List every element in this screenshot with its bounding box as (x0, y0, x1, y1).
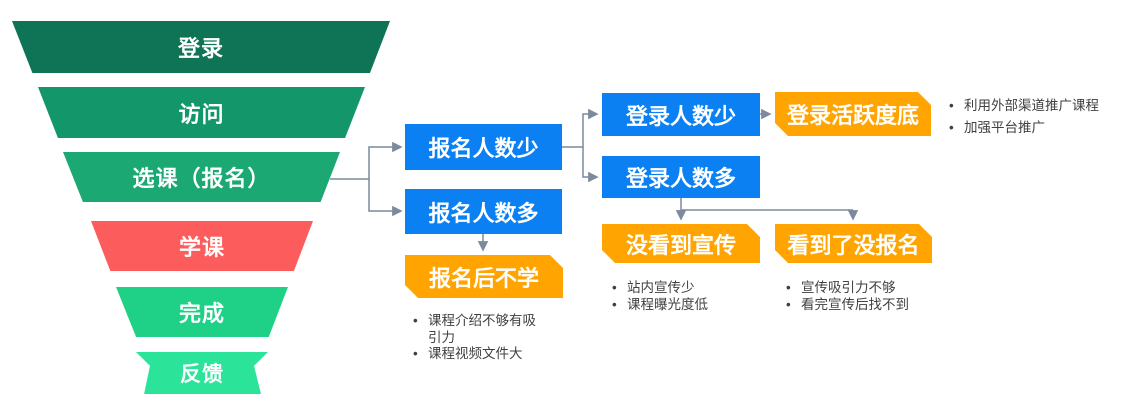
funnel-level-login: 登录 (12, 21, 390, 73)
funnel-level-complete: 完成 (116, 287, 288, 337)
note-item: 宣传吸引力不够 (780, 280, 950, 297)
note-no-see-promo: 站内宣传少 课程曝光度低 (606, 280, 758, 313)
note-item: 加强平台推广 (943, 117, 1127, 139)
box-signup-many: 报名人数多 (405, 189, 562, 234)
funnel-level-choose-course: 选课（报名） (63, 152, 340, 202)
note-item: 课程介绍不够有吸引力 (407, 313, 542, 346)
box-saw-no-signup: 看到了没报名 (775, 224, 932, 263)
note-item: 课程曝光度低 (606, 297, 758, 314)
box-login-few: 登录人数少 (602, 93, 760, 136)
funnel-level-label: 登录 (177, 36, 224, 61)
note-item: 利用外部渠道推广课程 (943, 95, 1127, 117)
funnel-level-visit: 访问 (38, 87, 365, 138)
funnel-level-study: 学课 (91, 221, 313, 271)
box-label: 报名人数多 (428, 200, 539, 226)
connector-signupfew-to-loginfew (562, 108, 599, 148)
note-item: 站内宣传少 (606, 280, 758, 297)
connector-funnel-to-signup-many (368, 179, 403, 217)
funnel-level-label: 学课 (178, 235, 225, 260)
funnel-level-label: 反馈 (180, 363, 224, 386)
funnel-level-label: 访问 (178, 101, 225, 127)
box-label: 登录人数少 (625, 103, 736, 129)
funnel-level-feedback: 反馈 (136, 352, 268, 394)
funnel-level-label: 选课（报名） (132, 166, 271, 191)
note-saw-no-signup: 宣传吸引力不够 看完宣传后找不到 (780, 280, 950, 313)
box-label: 登录人数多 (625, 166, 736, 191)
box-no-see-promo: 没看到宣传 (602, 224, 760, 263)
funnel-level-label: 完成 (178, 301, 225, 326)
box-label: 报名人数少 (428, 136, 539, 161)
box-signup-no-study: 报名后不学 (405, 255, 563, 298)
box-label: 没看到宣传 (625, 232, 736, 258)
connector-signupfew-to-loginmany (582, 147, 599, 183)
box-label: 报名后不学 (428, 265, 539, 291)
note-login-inactive: 利用外部渠道推广课程 加强平台推广 (943, 95, 1127, 139)
note-signup-no-study: 课程介绍不够有吸引力 课程视频文件大 (407, 313, 542, 363)
note-item: 课程视频文件大 (407, 346, 542, 363)
box-signup-few: 报名人数少 (405, 124, 562, 170)
box-label: 看到了没报名 (787, 232, 920, 258)
connector-funnel-to-signup-few (330, 141, 403, 180)
box-login-inactive: 登录活跃度底 (775, 92, 931, 136)
box-login-many: 登录人数多 (602, 156, 760, 198)
box-label: 登录活跃度底 (786, 103, 919, 128)
note-item: 看完宣传后找不到 (780, 297, 950, 314)
